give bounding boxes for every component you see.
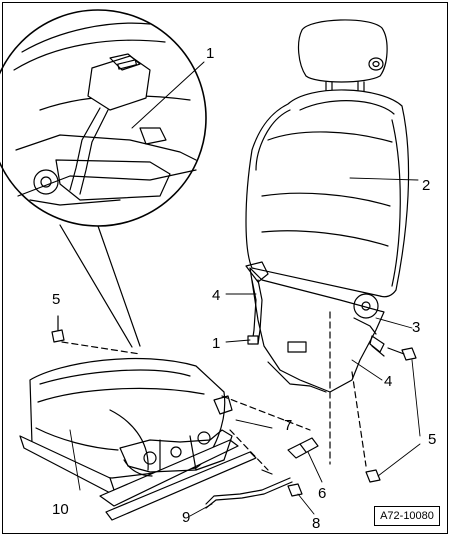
callout-3: 3 bbox=[412, 319, 420, 336]
callout-9: 9 bbox=[182, 509, 190, 526]
callout-10: 10 bbox=[52, 501, 69, 518]
callout-5-right: 5 bbox=[428, 431, 436, 448]
small-parts bbox=[51, 279, 417, 509]
reference-number: A72-10080 bbox=[374, 506, 440, 526]
callout-4-left: 4 bbox=[212, 287, 220, 304]
callout-2: 2 bbox=[422, 177, 430, 194]
callout-5-left: 5 bbox=[52, 291, 60, 308]
callout-4-right: 4 bbox=[384, 373, 392, 390]
callout-6: 6 bbox=[318, 485, 326, 502]
detail-magnifier bbox=[0, 9, 207, 348]
callout-8: 8 bbox=[312, 515, 320, 532]
backrest bbox=[245, 19, 410, 467]
leader-lines bbox=[69, 177, 421, 517]
callout-labels: 1 2 3 4 1 4 5 7 5 6 10 9 8 bbox=[52, 45, 436, 532]
seat-cushion bbox=[19, 341, 311, 521]
callout-7: 7 bbox=[284, 417, 292, 434]
callout-1-left: 1 bbox=[212, 335, 220, 352]
callout-1-top: 1 bbox=[206, 45, 214, 62]
